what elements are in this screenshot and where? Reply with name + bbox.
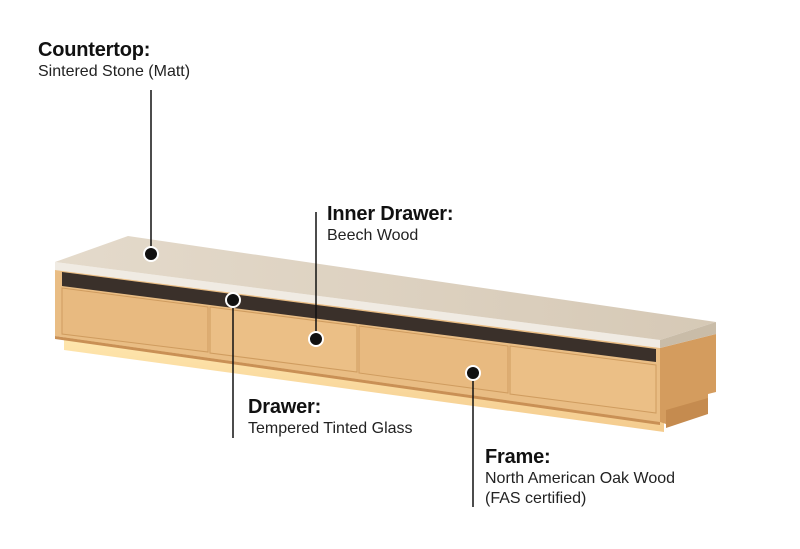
callout-drawer-desc: Tempered Tinted Glass xyxy=(248,420,413,437)
dot-frame xyxy=(465,365,481,381)
callout-inner-drawer-desc: Beech Wood xyxy=(327,227,419,244)
bottom-shadow xyxy=(55,336,660,425)
dot-inner-drawer xyxy=(308,331,324,347)
callout-inner-drawer-title: Inner Drawer: xyxy=(327,203,454,225)
callout-countertop-title: Countertop: xyxy=(38,39,151,61)
callout-drawer-title: Drawer: xyxy=(248,396,322,418)
drawer-front-2 xyxy=(209,306,358,373)
drawer-front-4 xyxy=(509,345,657,414)
drawer-front-1 xyxy=(61,287,209,353)
countertop-surface xyxy=(55,236,716,340)
countertop-edge xyxy=(55,262,660,348)
callout-frame-desc-line1: North American Oak Wood xyxy=(485,470,676,487)
callout-frame-title: Frame: xyxy=(485,446,551,468)
callout-inner-drawer: Inner Drawer: Beech Wood xyxy=(327,202,454,246)
callout-frame: Frame: North American Oak Wood (FAS cert… xyxy=(485,445,675,509)
callout-countertop-desc: Sintered Stone (Matt) xyxy=(38,63,191,80)
callout-countertop: Countertop: Sintered Stone (Matt) xyxy=(38,38,190,82)
glass-strip xyxy=(62,272,656,362)
dot-countertop xyxy=(143,246,159,262)
callout-drawer: Drawer: Tempered Tinted Glass xyxy=(248,395,413,439)
countertop-side-edge xyxy=(660,322,716,348)
callout-frame-desc-line2: (FAS certified) xyxy=(485,490,587,507)
cabinet-side-plinth xyxy=(666,398,708,428)
dot-drawer xyxy=(225,292,241,308)
